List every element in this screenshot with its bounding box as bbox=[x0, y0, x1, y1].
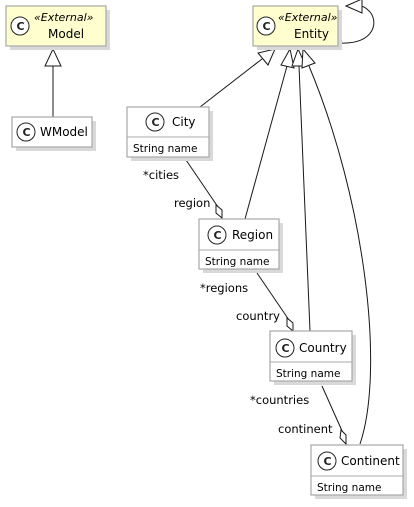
edge-continent-entity bbox=[301, 47, 372, 445]
edge-city-region bbox=[185, 159, 223, 220]
edge-entity-self bbox=[339, 0, 375, 44]
class-wmodel[interactable]: C WModel bbox=[11, 116, 96, 151]
continent-name: Continent bbox=[341, 454, 400, 468]
svg-text:C: C bbox=[214, 229, 222, 242]
class-model[interactable]: C «External» Model bbox=[5, 5, 110, 50]
role-country: country bbox=[236, 309, 280, 323]
continent-attribute: String name bbox=[317, 482, 381, 494]
role-regions: *regions bbox=[200, 281, 248, 295]
edge-wmodel-model bbox=[44, 47, 62, 117]
country-name: Country bbox=[299, 341, 347, 355]
model-stereotype: «External» bbox=[34, 11, 94, 24]
class-badge-icon: C bbox=[145, 112, 165, 132]
entity-name: Entity bbox=[294, 27, 329, 41]
class-badge-icon: C bbox=[16, 122, 36, 142]
region-name: Region bbox=[232, 228, 273, 242]
edge-city-entity bbox=[199, 48, 276, 108]
wmodel-name: WModel bbox=[40, 125, 88, 139]
region-attribute: String name bbox=[205, 256, 269, 268]
city-name: City bbox=[172, 115, 196, 129]
role-continent: continent bbox=[278, 422, 333, 436]
edge-region-entity bbox=[244, 47, 295, 220]
city-attribute: String name bbox=[133, 143, 197, 155]
class-badge-icon: C bbox=[275, 338, 295, 358]
role-cities: *cities bbox=[143, 168, 179, 182]
svg-text:C: C bbox=[263, 20, 271, 33]
class-badge-icon: C bbox=[317, 451, 337, 471]
role-region: region bbox=[174, 196, 210, 210]
role-countries: *countries bbox=[250, 393, 309, 407]
class-badge-icon: C bbox=[256, 16, 276, 36]
svg-text:C: C bbox=[23, 126, 31, 139]
edge-country-entity bbox=[291, 47, 311, 332]
edge-region-country bbox=[256, 272, 294, 333]
class-continent[interactable]: C Continent String name bbox=[310, 444, 407, 499]
class-city[interactable]: C City String name bbox=[126, 106, 213, 161]
model-name: Model bbox=[48, 27, 84, 41]
class-badge-icon: C bbox=[10, 16, 30, 36]
country-attribute: String name bbox=[276, 368, 340, 380]
svg-text:C: C bbox=[324, 455, 332, 468]
svg-text:C: C bbox=[152, 116, 160, 129]
class-country[interactable]: C Country String name bbox=[269, 330, 356, 385]
entity-stereotype: «External» bbox=[278, 11, 338, 24]
svg-text:C: C bbox=[17, 20, 25, 33]
edge-country-continent bbox=[321, 385, 347, 446]
class-region[interactable]: C Region String name bbox=[198, 218, 283, 273]
class-entity[interactable]: C «External» Entity bbox=[252, 5, 342, 50]
class-badge-icon: C bbox=[207, 225, 227, 245]
svg-text:C: C bbox=[282, 342, 290, 355]
